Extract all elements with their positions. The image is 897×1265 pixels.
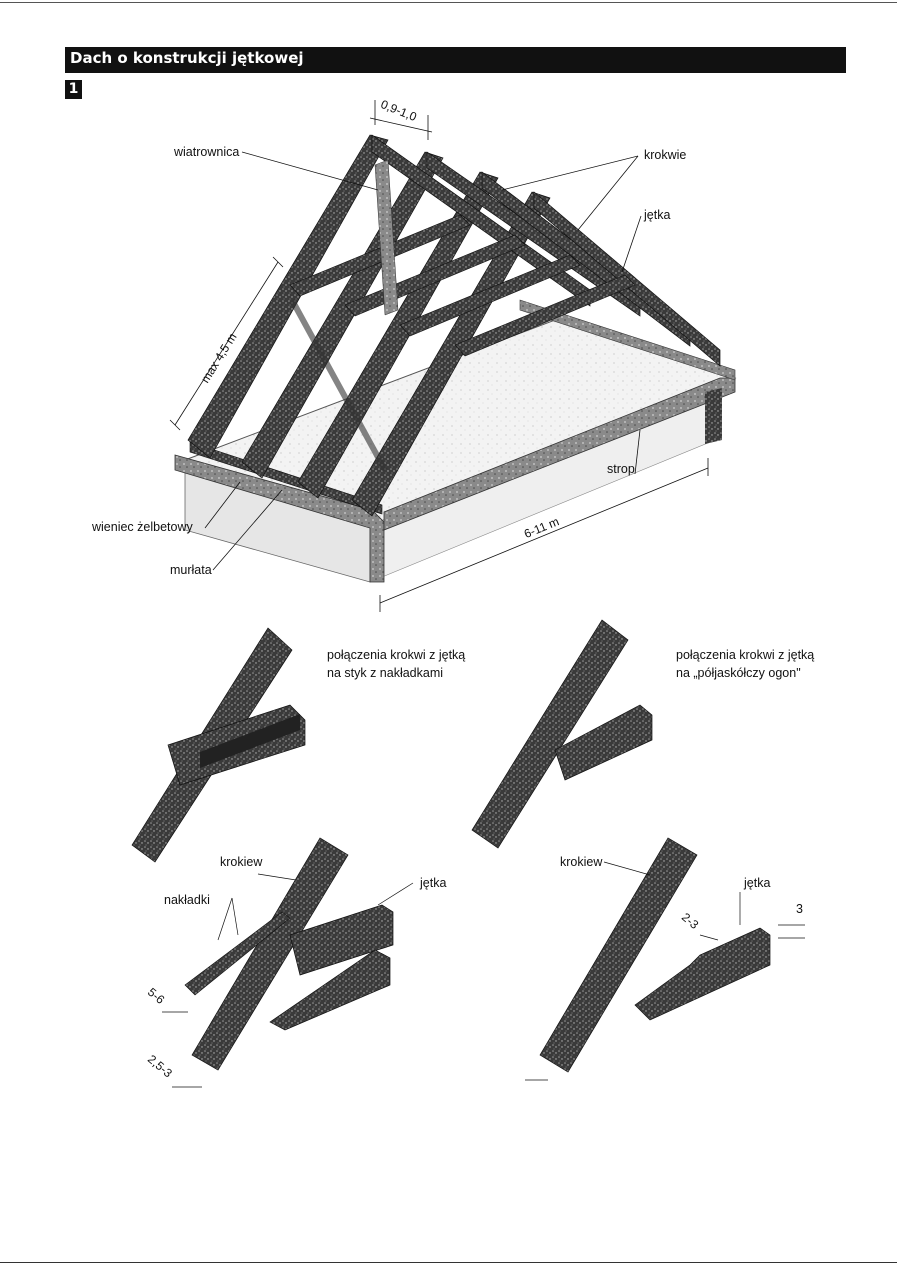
caption-left-line1: połączenia krokwi z jętką (327, 648, 466, 662)
label-murlata: murłata (170, 563, 212, 577)
main-roof-figure (169, 100, 737, 612)
caption-left-line2: na styk z nakładkami (327, 666, 444, 680)
dimension-lines (169, 100, 709, 612)
label-dim-3: 3 (796, 902, 803, 916)
detail-left-assembled (131, 627, 306, 863)
label-krokiew-left: krokiew (220, 855, 263, 869)
label-jetka-right: jętka (744, 876, 771, 890)
caption-right-line1: połączenia krokwi z jętką (676, 648, 815, 662)
detail-right-assembled (471, 619, 653, 849)
figure-number-badge: 1 (65, 80, 82, 99)
label-krokwie: krokwie (644, 148, 687, 162)
label-strop: strop (607, 462, 635, 476)
leader-lines (204, 151, 642, 571)
label-nakladki: nakładki (164, 893, 210, 907)
label-jetka-left: jętka (420, 876, 447, 890)
title-bar (65, 47, 846, 73)
wind-brace (374, 159, 399, 316)
ceiling-edge-beam (383, 377, 736, 531)
page-top-rule (0, 2, 897, 3)
page-bottom-rule (0, 1262, 897, 1263)
corner-post (705, 388, 722, 444)
label-wiatrownica: wiatrownica (174, 145, 240, 159)
page-title: Dach o konstrukcji jętkowej (70, 49, 304, 67)
wall-plate-back (519, 299, 736, 381)
caption-right-line2: na „półjaskółczy ogon" (676, 666, 801, 680)
label-wieniec: wieniec żelbetowy (92, 520, 193, 534)
label-krokiew-right: krokiew (560, 855, 603, 869)
detail-right-exploded (525, 837, 805, 1081)
label-jetka-main: jętka (644, 208, 671, 222)
detail-left-exploded (162, 837, 414, 1088)
